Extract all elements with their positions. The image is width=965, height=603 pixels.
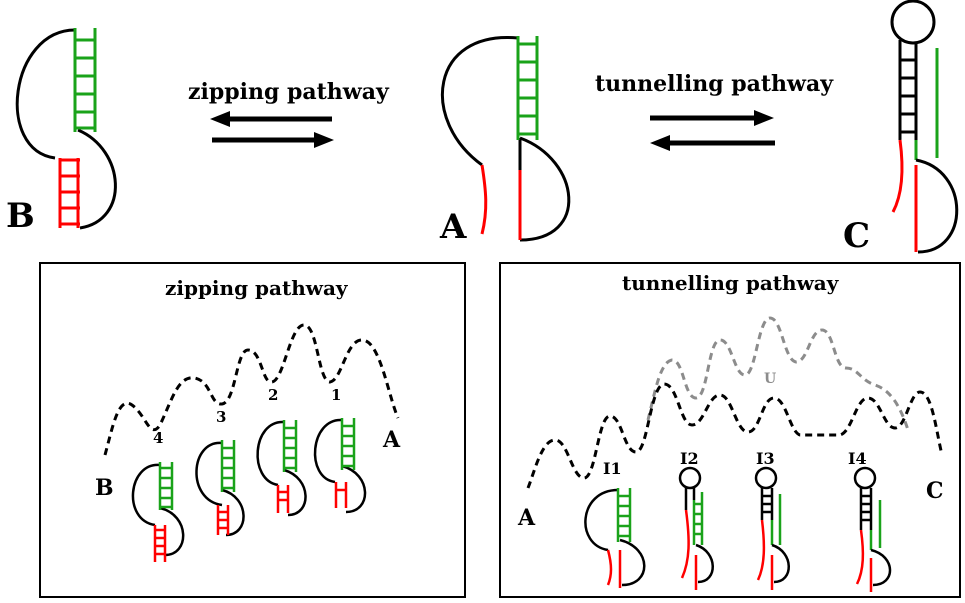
tunnelling-panel-title: tunnelling pathway	[622, 271, 840, 295]
state-b-label: B	[6, 196, 35, 236]
zipping-intermediate-1	[313, 418, 367, 514]
state-c-black-stem	[898, 40, 918, 140]
tunnelling-upper-landscape	[646, 316, 910, 431]
tunnelling-label-u: U	[764, 371, 776, 387]
tunnelling-label-a: A	[517, 505, 536, 531]
state-b-right-loop	[77, 128, 117, 230]
state-c-loop	[890, 0, 936, 45]
intermediate-label: I1	[603, 459, 622, 478]
zipping-state-number: 3	[216, 408, 226, 426]
zipping-intermediate-4	[131, 462, 185, 562]
tunnelling-lower-landscape	[526, 382, 944, 489]
zipping-state-number: 2	[268, 386, 278, 404]
tunnelling-intermediate-i1	[584, 488, 646, 588]
state-b-green-stem	[73, 28, 97, 132]
zipping-pathway-label: zipping pathway	[188, 79, 390, 105]
zipping-state-number: 1	[331, 386, 341, 404]
state-c-label: C	[843, 216, 870, 256]
state-a-left-loop	[440, 36, 519, 167]
state-c-right-loop	[915, 158, 959, 254]
intermediate-label: I3	[756, 449, 775, 468]
state-b-left-loop	[15, 28, 76, 160]
state-a-green-stem	[516, 36, 539, 140]
state-c-red-strands	[891, 139, 918, 252]
zipping-state-number: 4	[153, 429, 163, 447]
state-b-red-stem	[58, 158, 80, 228]
tunnelling-intermediate-i4	[853, 466, 892, 592]
zipping-label-a: A	[382, 427, 401, 453]
zipping-panel-frame	[39, 262, 466, 598]
tunnelling-pathway-label: tunnelling pathway	[595, 71, 834, 97]
intermediate-label: I2	[680, 449, 699, 468]
tunnelling-intermediate-i3	[754, 466, 790, 590]
zipping-label-b: B	[95, 475, 114, 501]
intermediate-label: I4	[848, 449, 867, 468]
state-a-label: A	[439, 207, 467, 247]
state-c-structure	[890, 0, 959, 254]
zipping-equilibrium-arrows	[210, 111, 334, 148]
state-a-structure	[440, 36, 571, 242]
tunnelling-panel-frame	[499, 262, 961, 598]
zipping-energy-landscape	[103, 323, 400, 456]
zipping-intermediate-2	[256, 420, 307, 517]
zipping-panel-title: zipping pathway	[165, 276, 349, 300]
state-b-structure	[15, 28, 117, 230]
zipping-intermediate-3	[195, 440, 245, 537]
tunnelling-intermediate-i2	[678, 466, 714, 590]
state-a-right-loop	[519, 136, 571, 242]
state-a-red-strands	[480, 164, 522, 240]
tunnelling-equilibrium-arrows	[650, 110, 775, 151]
tunnelling-label-c: C	[926, 478, 944, 504]
